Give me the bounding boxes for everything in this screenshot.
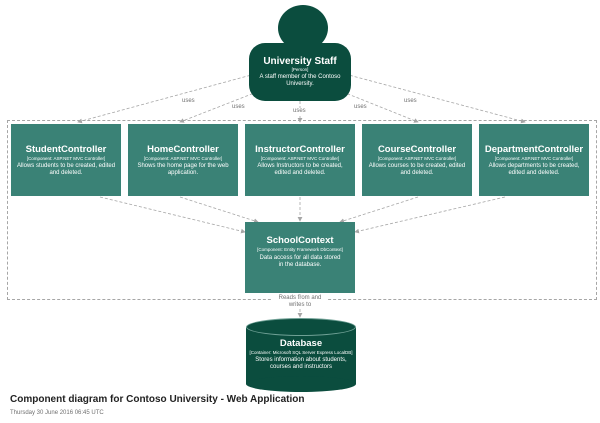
diagram-date: Thursday 30 June 2016 06:45 UTC bbox=[10, 410, 104, 416]
component-type: [Component: Entity Framework DbContext] bbox=[257, 247, 343, 252]
component-description: Shows the home page for the web applicat… bbox=[137, 163, 229, 176]
edge-student-context bbox=[99, 196, 246, 234]
component-instructor-controller[interactable]: InstructorController [Component: ASP.NET… bbox=[245, 124, 355, 196]
component-course-controller[interactable]: CourseController [Component: ASP.NET MVC… bbox=[362, 124, 472, 196]
component-type: [Component: ASP.NET MVC Controller] bbox=[494, 156, 574, 161]
edge-label-uses: uses bbox=[182, 98, 195, 105]
person-university-staff[interactable]: University Staff [Person] A staff member… bbox=[249, 43, 351, 101]
edge-label-uses: uses bbox=[354, 104, 367, 111]
component-title: InstructorController bbox=[255, 144, 345, 155]
edge-department-context bbox=[354, 196, 506, 234]
component-title: CourseController bbox=[377, 144, 457, 155]
database-cylinder-body bbox=[246, 327, 356, 384]
component-description: Data access for all data stored in the d… bbox=[259, 255, 341, 268]
edge-home-context bbox=[179, 196, 259, 224]
component-title: DepartmentController bbox=[484, 144, 584, 155]
diagram-title: Component diagram for Contoso University… bbox=[10, 394, 305, 405]
component-title: StudentController bbox=[25, 144, 107, 155]
database-cylinder-bottom bbox=[246, 376, 356, 392]
component-description: Allows Instructors to be created, edited… bbox=[257, 163, 343, 176]
component-type: [Component: ASP.NET MVC Controller] bbox=[260, 156, 340, 161]
component-type: [Component: ASP.NET MVC Controller] bbox=[377, 156, 457, 161]
database-description: Stores information about students, cours… bbox=[255, 357, 347, 370]
component-description: Allows departments to be created, edited… bbox=[488, 163, 580, 176]
component-type: [Component: ASP.NET MVC Controller] bbox=[143, 156, 223, 161]
component-description: Allows courses to be created, edited and… bbox=[368, 163, 466, 176]
edge-person-student bbox=[77, 73, 256, 124]
database-title: Database bbox=[279, 338, 323, 349]
component-type: [Component: ASP.NET MVC Controller] bbox=[26, 156, 106, 161]
container-database[interactable]: Database [Container: Microsoft SQL Serve… bbox=[246, 335, 356, 371]
component-title: SchoolContext bbox=[266, 235, 334, 246]
edge-label-uses: uses bbox=[404, 98, 417, 105]
person-type: [Person] bbox=[291, 67, 309, 72]
edge-label-reads-writes: Reads from and writes to bbox=[272, 295, 328, 309]
edge-person-course bbox=[337, 89, 419, 123]
component-title: HomeController bbox=[147, 144, 219, 155]
component-department-controller[interactable]: DepartmentController [Component: ASP.NET… bbox=[479, 124, 589, 196]
edge-person-home bbox=[179, 89, 263, 123]
edge-label-uses: uses bbox=[232, 104, 245, 111]
edge-label-uses: uses bbox=[293, 108, 306, 115]
edge-person-department bbox=[344, 73, 526, 124]
component-school-context[interactable]: SchoolContext [Component: Entity Framewo… bbox=[245, 222, 355, 293]
database-cylinder-top bbox=[246, 318, 356, 336]
person-description: A staff member of the Contoso University… bbox=[259, 74, 341, 87]
component-home-controller[interactable]: HomeController [Component: ASP.NET MVC C… bbox=[128, 124, 238, 196]
component-student-controller[interactable]: StudentController [Component: ASP.NET MV… bbox=[11, 124, 121, 196]
database-type: [Container: Microsoft SQL Server Express… bbox=[249, 350, 353, 355]
person-title: University Staff bbox=[263, 56, 337, 67]
component-description: Allows students to be created, edited an… bbox=[16, 163, 116, 176]
edge-course-context bbox=[339, 196, 419, 224]
